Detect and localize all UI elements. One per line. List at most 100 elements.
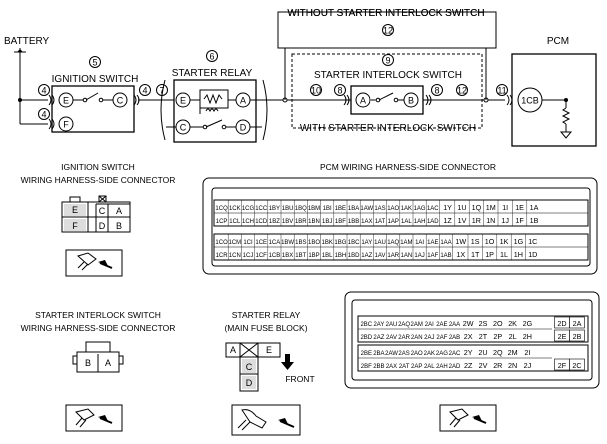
pcm-pin-label: 1CA — [269, 240, 281, 246]
callout-10: 10 — [311, 86, 321, 96]
with-interlock-frame — [291, 53, 483, 129]
pcm-pin-label: 1BZ — [269, 219, 280, 225]
pcm-pin-label: 1AW — [360, 206, 373, 212]
callout-7: 7 — [159, 86, 164, 96]
pcm-pin-label: 1AB — [440, 253, 451, 259]
callout-12-top: 12 — [383, 26, 393, 36]
pcm2-pin-label: 2A — [573, 319, 582, 328]
pcm2-pin-label: 2T — [479, 332, 488, 341]
interlock-label: STARTER INTERLOCK SWITCH — [314, 70, 462, 81]
pcm-pin-label: 1G — [514, 237, 524, 246]
callout-5: 5 — [92, 58, 97, 68]
pcm-pin-label: 1X — [456, 250, 465, 259]
relay-connector-title-1: STARTER RELAY — [232, 310, 301, 320]
pcm-pin-label: 1N — [486, 216, 495, 225]
pcm-pin-label: 1H — [514, 250, 523, 259]
pcm-pin-label: 1AH — [414, 219, 426, 225]
pcm-pin-label: 1BP — [308, 253, 319, 259]
pcm2-pin-label: 2AI — [425, 322, 434, 328]
pcm-pin-label: 1O — [485, 237, 495, 246]
pcm-pin-label: 1BR — [295, 219, 307, 225]
pcm-pin-label: 1BU — [282, 206, 294, 212]
front-arrow-icon — [281, 354, 294, 370]
pcm2-pin-label: 2U — [478, 348, 487, 357]
pcm2-pin-label: 2AD — [449, 364, 461, 370]
pcm2-pin-label: 2P — [493, 332, 502, 341]
pcm-pin-label: 1Z — [443, 216, 452, 225]
pcm-pin-label: 1Y — [443, 203, 452, 212]
relay-cell-d: D — [246, 378, 253, 388]
pcm-pin-label: 1BI — [323, 206, 332, 212]
pcm2-pin-label: 2AB — [449, 335, 460, 341]
callout-9: 9 — [385, 56, 390, 66]
pcm2-pin-label: 2BD — [360, 335, 372, 341]
pcm2-pin-label: 2S — [479, 319, 488, 328]
interlock-pin-b: B — [408, 96, 414, 106]
pcm-pin-label: 1BC — [348, 240, 360, 246]
ignition-cell-b: B — [116, 221, 122, 231]
pcm2-pin-label: 2W — [463, 319, 474, 328]
pcm-pin-label: 1AM — [400, 240, 412, 246]
pcm-view-icon — [439, 404, 497, 432]
pcm2-pin-label: 2F — [558, 361, 567, 370]
pcm-pin-label: 1BD — [348, 253, 360, 259]
pcm-pin-label: 1BB — [348, 219, 359, 225]
pcm-pin-label: 1R — [472, 216, 481, 225]
pcm-pin-label: 1AY — [361, 240, 372, 246]
pcm-pin-label: 1BK — [322, 240, 333, 246]
pcm2-pin-frame — [569, 316, 585, 329]
pcm-pin-label: 1CM — [228, 240, 241, 246]
pcm-pin-label: 1AR — [387, 253, 399, 259]
pcm2-pin-label: 2BB — [373, 364, 384, 370]
pcm-pin-label: 1BS — [295, 240, 306, 246]
ignition-cell-d: D — [99, 221, 106, 231]
with-interlock-label: WITH STARTER INTERLOCK SWITCH — [300, 123, 476, 134]
pcm-pin-label: 1BH — [335, 253, 347, 259]
relay-pin-e: E — [180, 96, 186, 106]
relay-view-icon — [231, 404, 301, 436]
ignition-connector-title-2: WIRING HARNESS-SIDE CONNECTOR — [21, 175, 176, 185]
battery-label: BATTERY — [4, 36, 50, 47]
pcm2-pin-label: 2AY — [373, 322, 384, 328]
pcm-pin-label: 1BL — [322, 253, 333, 259]
pcm2-pin-label: 2AX — [386, 364, 397, 370]
pcm2-pin-label: 2AG — [436, 351, 448, 357]
pcm-pin-label: 1AD — [427, 219, 439, 225]
pcm-pin-label: 1M — [486, 203, 496, 212]
pcm2-pin-label: 2K — [508, 319, 517, 328]
pcm2-pin-frame — [569, 358, 585, 371]
pcm2-pin-label: 2N — [508, 361, 517, 370]
pcm2-pin-label: 2AL — [424, 364, 435, 370]
pcm2-pin-label: 2M — [508, 348, 518, 357]
interlock-connector-body — [72, 341, 124, 373]
pcm2-pin-label: 2AH — [436, 364, 448, 370]
pcm-pin-label: 1CG — [242, 206, 255, 212]
pcm-pin-label: 1CJ — [243, 253, 254, 259]
interlock-cell-b: B — [85, 358, 91, 368]
pcm-pin-label: 1AN — [401, 253, 413, 259]
pcm2-pin-label: 2AA — [449, 322, 460, 328]
pcm-pin-label: 1CO — [215, 240, 228, 246]
pcm2-pin-label: 2E — [558, 332, 567, 341]
relay-pin-c: C — [180, 123, 187, 133]
pcm-pin-label: 1U — [457, 203, 466, 212]
pcm2-pin-label: 2H — [523, 332, 532, 341]
interlock-connector-title-2: WIRING HARNESS-SIDE CONNECTOR — [21, 323, 176, 333]
pcm2-pin-label: 2AK — [424, 351, 435, 357]
pcm2-pin-label: 2AC — [449, 351, 461, 357]
pcm2-pin-label: 2AM — [411, 322, 423, 328]
pcm-pin-label: 1AG — [414, 206, 426, 212]
ignition-cell-f: F — [72, 221, 78, 231]
pcm-pin-label: 1AZ — [361, 253, 372, 259]
callout-8-a: 8 — [337, 86, 342, 96]
pcm-pin-label: 1V — [458, 216, 467, 225]
relay-cell-c: C — [246, 362, 253, 372]
svg-text:WITHOUT STARTER INTERLOCK SWIT: WITHOUT STARTER INTERLOCK SWITCH — [287, 8, 484, 19]
pcm-pin-label: 1AA — [440, 240, 451, 246]
pcm-pin-label: 1CC — [255, 206, 268, 212]
pcm-pin-label: 1W — [455, 237, 466, 246]
pcm-pin-label: 1T — [471, 250, 480, 259]
ignition-switch-label: IGNITION SWITCH — [52, 74, 139, 85]
